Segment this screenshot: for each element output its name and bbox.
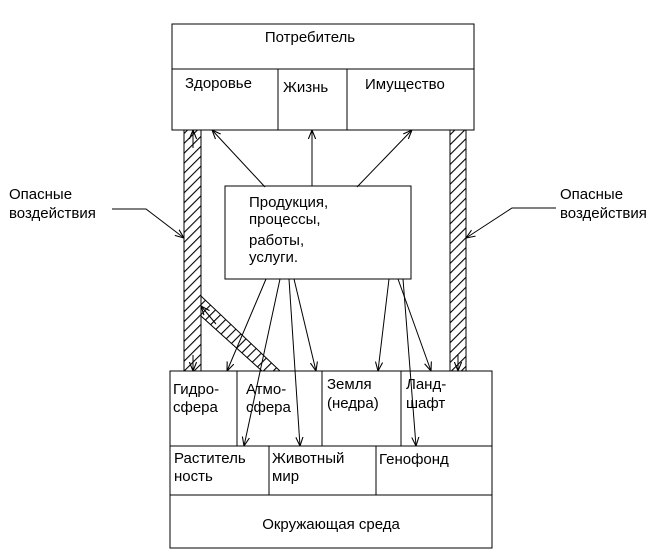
hazard-label-left-line-2: воздействия <box>9 205 96 222</box>
product-box: Продукция, процессы, работы, услуги. <box>224 185 412 280</box>
consumer-title: Потребитель <box>265 29 355 46</box>
hazard-label-right-line-1: Опасные <box>560 186 623 203</box>
right-hazard-band <box>449 129 467 372</box>
env-fauna-line-2: мир <box>272 468 299 485</box>
env-landscape-line-1: Ланд- <box>406 376 446 393</box>
consumer-cell-property: Имущество <box>365 76 445 93</box>
hazard-label-right-line-2: воздействия <box>560 205 647 222</box>
product-line-2: процессы, <box>249 211 321 228</box>
arrow-hazard-right <box>466 207 556 238</box>
product-line-3: работы, <box>249 232 304 249</box>
arrowhead-diagonal-band <box>201 306 217 325</box>
arrow-product-to-property <box>356 130 412 188</box>
consumer-cell-life: Жизнь <box>283 79 328 96</box>
arrow-product-to-atmosphere <box>293 278 316 371</box>
env-fauna-line-1: Животный <box>272 450 344 467</box>
env-hydrosphere-line-2: сфера <box>173 399 219 416</box>
env-footer: Окружающая среда <box>262 516 400 533</box>
product-line-1: Продукция, <box>249 194 328 211</box>
arrow-product-to-hydrosphere <box>227 278 267 371</box>
env-genofond: Генофонд <box>379 451 449 468</box>
arrow-hazard-left <box>112 208 184 238</box>
env-vegetation-line-2: ность <box>174 468 213 485</box>
product-line-4: услуги. <box>249 249 298 266</box>
arrow-product-to-health <box>212 130 266 188</box>
consumer-box: Потребитель Здоровье Жизнь Имущество <box>171 23 475 131</box>
left-hazard-band <box>183 129 202 372</box>
arrow-product-to-earth <box>378 278 390 371</box>
env-atmosphere-line-2: сфера <box>246 399 292 416</box>
arrow-product-to-genofond <box>402 278 416 446</box>
env-earth-line-2: (недра) <box>327 395 379 412</box>
environment-box: Гидро- сфера Атмо- сфера Земля (недра) Л… <box>169 370 493 549</box>
env-landscape-line-2: шафт <box>406 395 445 412</box>
env-earth-line-1: Земля <box>327 376 372 393</box>
arrows <box>112 130 556 446</box>
env-vegetation-line-1: Раститель <box>174 450 246 467</box>
arrow-product-to-landscape <box>397 278 431 371</box>
hazard-label-left-line-1: Опасные <box>9 186 72 203</box>
arrow-product-to-fauna <box>288 278 300 446</box>
env-atmosphere-line-1: Атмо- <box>246 381 286 398</box>
consumer-cell-health: Здоровье <box>185 75 252 92</box>
env-hydrosphere-line-1: Гидро- <box>173 381 219 398</box>
arrow-product-to-vegetation <box>244 278 281 446</box>
hazard-bands <box>183 129 467 372</box>
